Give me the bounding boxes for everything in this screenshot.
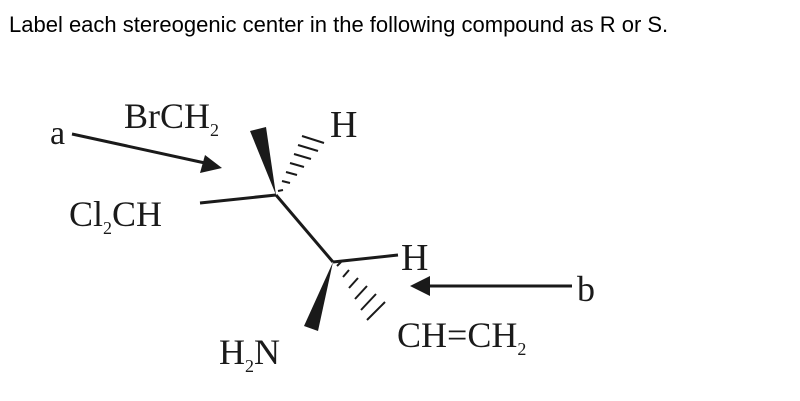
hash-bond-vinyl [336,261,386,321]
vinyl-label: CH=CH2 [397,315,526,359]
pointer-b-label: b [577,269,595,309]
pointer-a-arrow-shaft [71,132,206,165]
brch2-label: BrCH2 [124,96,219,140]
question-text: Label each stereogenic center in the fol… [9,12,669,37]
h-mid-bond [332,253,399,264]
hash-bond-h-top [277,135,325,192]
h2n-label: H2N [219,332,280,376]
h-top-label: H [330,104,357,146]
pointer-a-label: a [50,115,65,152]
cl2ch-label: Cl2CH [69,194,162,238]
pointer-b-arrowhead [410,276,430,296]
c-c-bond [274,194,335,263]
pointer-a-arrowhead [200,155,222,173]
wedge-bond-h2n [304,262,333,331]
wedge-bond-brch2 [250,127,276,195]
h-mid-label: H [401,237,428,279]
cl2ch-bond [199,193,277,205]
